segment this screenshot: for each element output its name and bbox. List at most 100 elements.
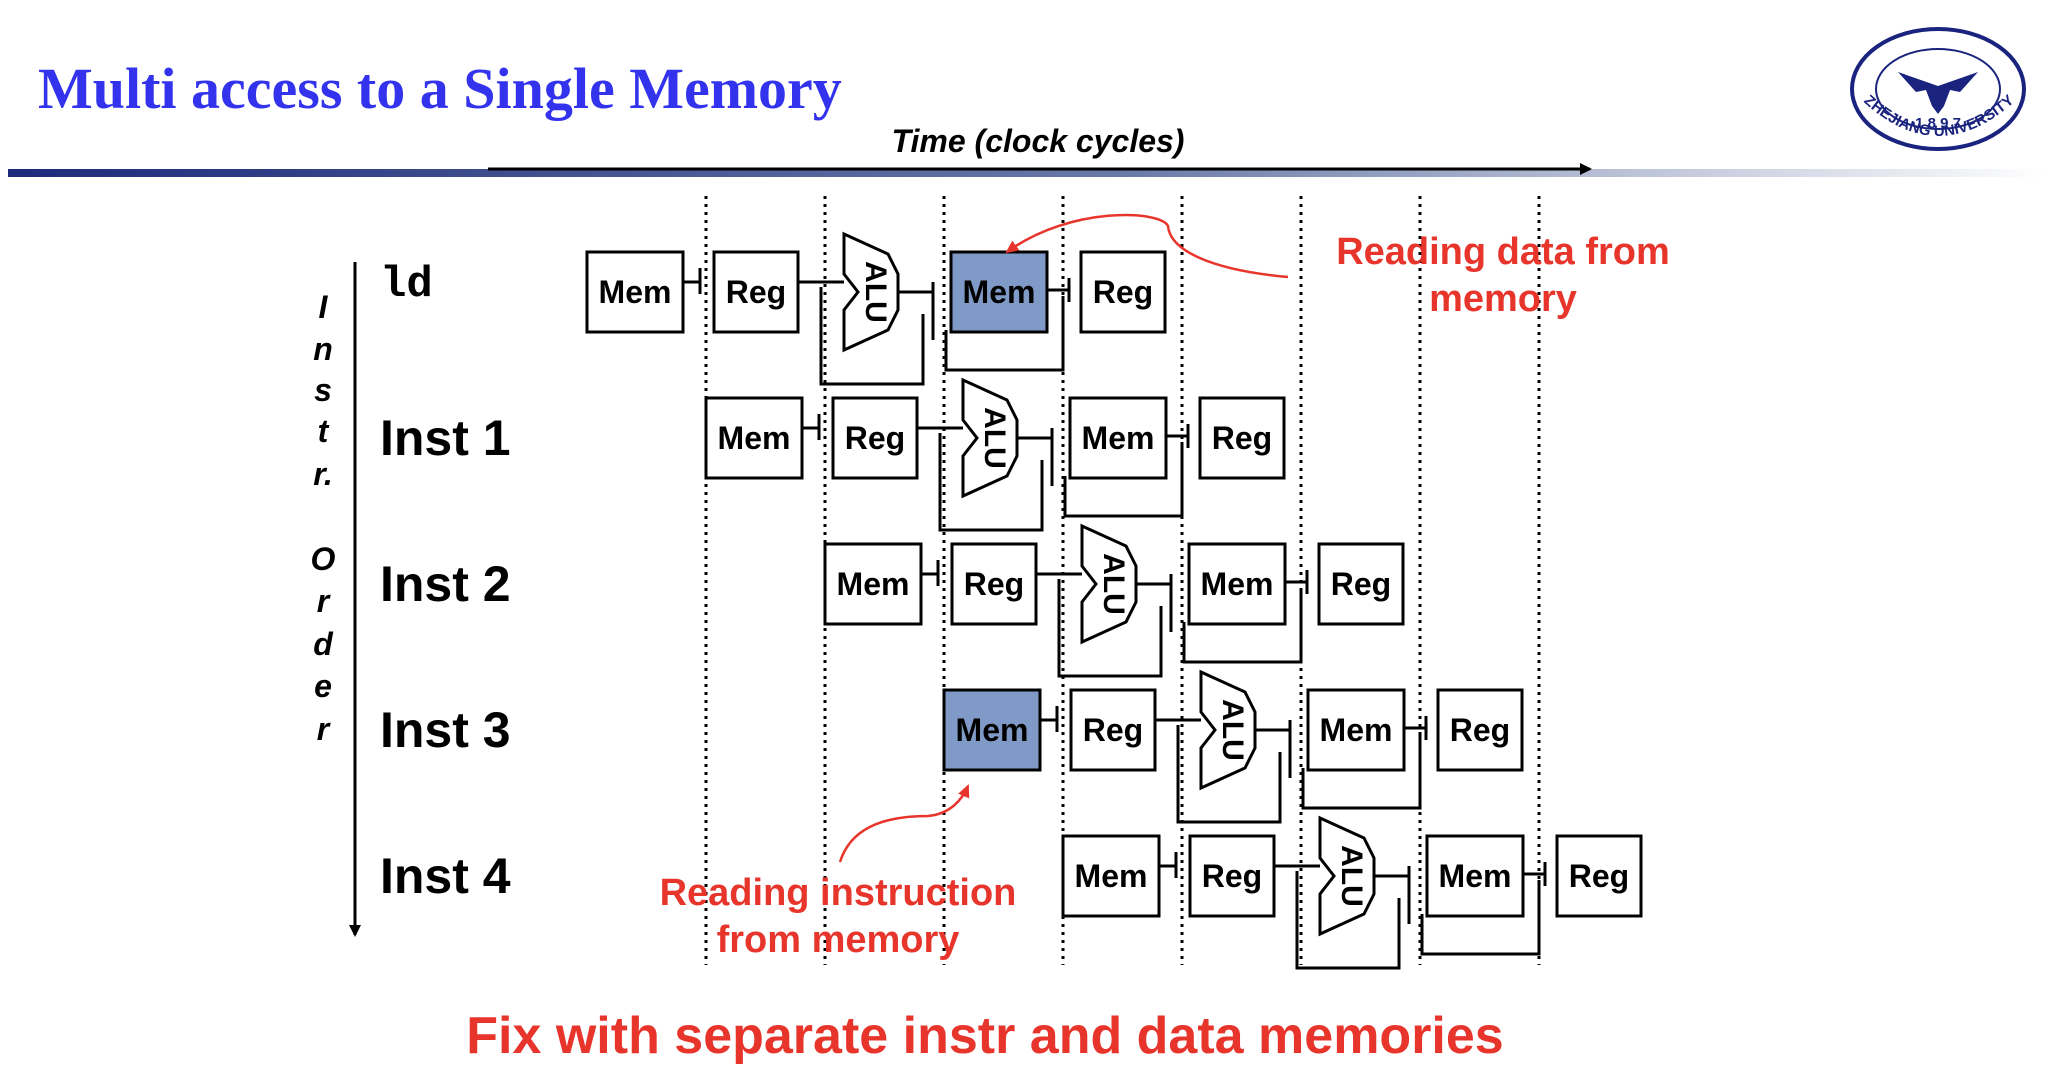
register-write-box (1198, 396, 1286, 480)
logo-year: 1 8 9 7 (1915, 115, 1961, 132)
eagle-icon (1898, 72, 1978, 114)
reading-instruction-arrow (838, 784, 970, 863)
register-write-box-label: Reg (1331, 566, 1391, 602)
alu-bypass-wire (819, 287, 925, 386)
instruction-row: Inst 1 Mem Reg ALU Mem Reg (380, 377, 1286, 532)
time-axis-label: Time (clock cycles) (892, 123, 1185, 159)
instruction-label: Inst 2 (380, 556, 511, 612)
logo-inner-ring (1875, 48, 2001, 130)
register-read-box (712, 250, 800, 334)
mem-bypass-wire (1301, 734, 1422, 810)
register-write-box (1555, 834, 1643, 918)
instruction-label: Inst 3 (380, 702, 511, 758)
data-memory-box-label: Mem (1082, 420, 1155, 456)
alu-shape (1318, 815, 1376, 937)
instruction-memory-box-label: Mem (718, 420, 791, 456)
data-memory-box (949, 250, 1049, 334)
instruction-row: ld Mem Reg ALU Mem Reg (380, 231, 1167, 386)
reading-instruction-line-2: from memory (717, 919, 960, 961)
register-write-box (1317, 542, 1405, 626)
reading-data-annotation: Reading data from memory (1005, 213, 1670, 320)
reading-instruction-annotation: Reading instruction from memory (660, 784, 1017, 961)
alu-shape (842, 231, 900, 353)
mem-bypass-wire (1182, 588, 1303, 664)
instruction-memory-box-label: Mem (1075, 858, 1148, 894)
register-write-box (1079, 250, 1167, 334)
instruction-label: Inst 4 (380, 848, 511, 904)
register-read-box (831, 396, 919, 480)
instruction-memory-box (585, 250, 685, 334)
order-axis-letter: e (314, 668, 332, 704)
register-read-box-label: Reg (1083, 712, 1143, 748)
alu-bypass-wire (1295, 871, 1401, 970)
register-read-box-label: Reg (1202, 858, 1262, 894)
reading-instruction-line-1: Reading instruction (660, 872, 1017, 914)
instruction-memory-box (704, 396, 804, 480)
register-write-box-label: Reg (1212, 420, 1272, 456)
instruction-row: Inst 4 Mem Reg ALU Mem Reg (380, 815, 1643, 970)
register-read-box (950, 542, 1038, 626)
reading-data-line-1: Reading data from (1336, 231, 1670, 273)
order-axis-letter: n (313, 331, 333, 367)
alu-bypass-wire (938, 433, 1044, 532)
header-rule (8, 169, 2048, 177)
mem-bypass-wire (944, 296, 1065, 372)
register-read-box-label: Reg (726, 274, 786, 310)
instruction-memory-box-label: Mem (956, 712, 1029, 748)
instruction-memory-box-label: Mem (599, 274, 672, 310)
alu-bypass-wire (1057, 579, 1163, 678)
footer-conclusion: Fix with separate instr and data memorie… (466, 1007, 1503, 1065)
alu-label: ALU (1335, 845, 1368, 907)
register-write-box-label: Reg (1450, 712, 1510, 748)
instruction-memory-box (823, 542, 923, 626)
alu-shape (961, 377, 1019, 499)
instruction-row: Inst 2 Mem Reg ALU Mem Reg (380, 523, 1405, 678)
alu-bypass-wire (1176, 725, 1282, 824)
order-axis-letter: s (314, 372, 332, 408)
data-memory-box-label: Mem (1320, 712, 1393, 748)
instruction-row: Inst 3 Mem Reg ALU Mem Reg (380, 669, 1524, 824)
register-read-box-label: Reg (964, 566, 1024, 602)
order-axis-letter: I (319, 289, 329, 325)
register-write-box-label: Reg (1569, 858, 1629, 894)
data-memory-box (1187, 542, 1287, 626)
order-axis-letter: t (318, 413, 330, 449)
reading-data-arrow (1005, 213, 1289, 279)
order-axis-letter: r (317, 711, 331, 747)
register-read-box (1069, 688, 1157, 772)
alu-label: ALU (1216, 699, 1249, 761)
order-axis-letter: d (313, 626, 334, 662)
data-memory-box-label: Mem (963, 274, 1036, 310)
alu-label: ALU (1097, 553, 1130, 615)
data-memory-box-label: Mem (1439, 858, 1512, 894)
reading-data-line-2: memory (1429, 278, 1577, 320)
instruction-label: ld (380, 260, 433, 310)
data-memory-box (1068, 396, 1168, 480)
register-read-box-label: Reg (845, 420, 905, 456)
register-read-box (1188, 834, 1276, 918)
order-axis-letter: r. (313, 456, 333, 492)
order-axis-letter: r (317, 583, 331, 619)
register-write-box (1436, 688, 1524, 772)
mem-bypass-wire (1420, 880, 1541, 956)
instruction-memory-box (942, 688, 1042, 772)
alu-shape (1080, 523, 1138, 645)
logo-ring (1850, 27, 2026, 151)
alu-label: ALU (859, 261, 892, 323)
university-logo: 1 8 9 7 ZHEJIANG UNIVERSITY (1850, 27, 2026, 151)
data-memory-box (1306, 688, 1406, 772)
alu-label: ALU (978, 407, 1011, 469)
mem-bypass-wire (1063, 442, 1184, 518)
instruction-memory-box (1061, 834, 1161, 918)
register-write-box-label: Reg (1093, 274, 1153, 310)
instruction-memory-box-label: Mem (837, 566, 910, 602)
data-memory-box (1425, 834, 1525, 918)
page-title: Multi access to a Single Memory (38, 56, 842, 121)
alu-shape (1199, 669, 1257, 791)
order-axis-letter: O (311, 541, 336, 577)
instruction-label: Inst 1 (380, 410, 511, 466)
data-memory-box-label: Mem (1201, 566, 1274, 602)
